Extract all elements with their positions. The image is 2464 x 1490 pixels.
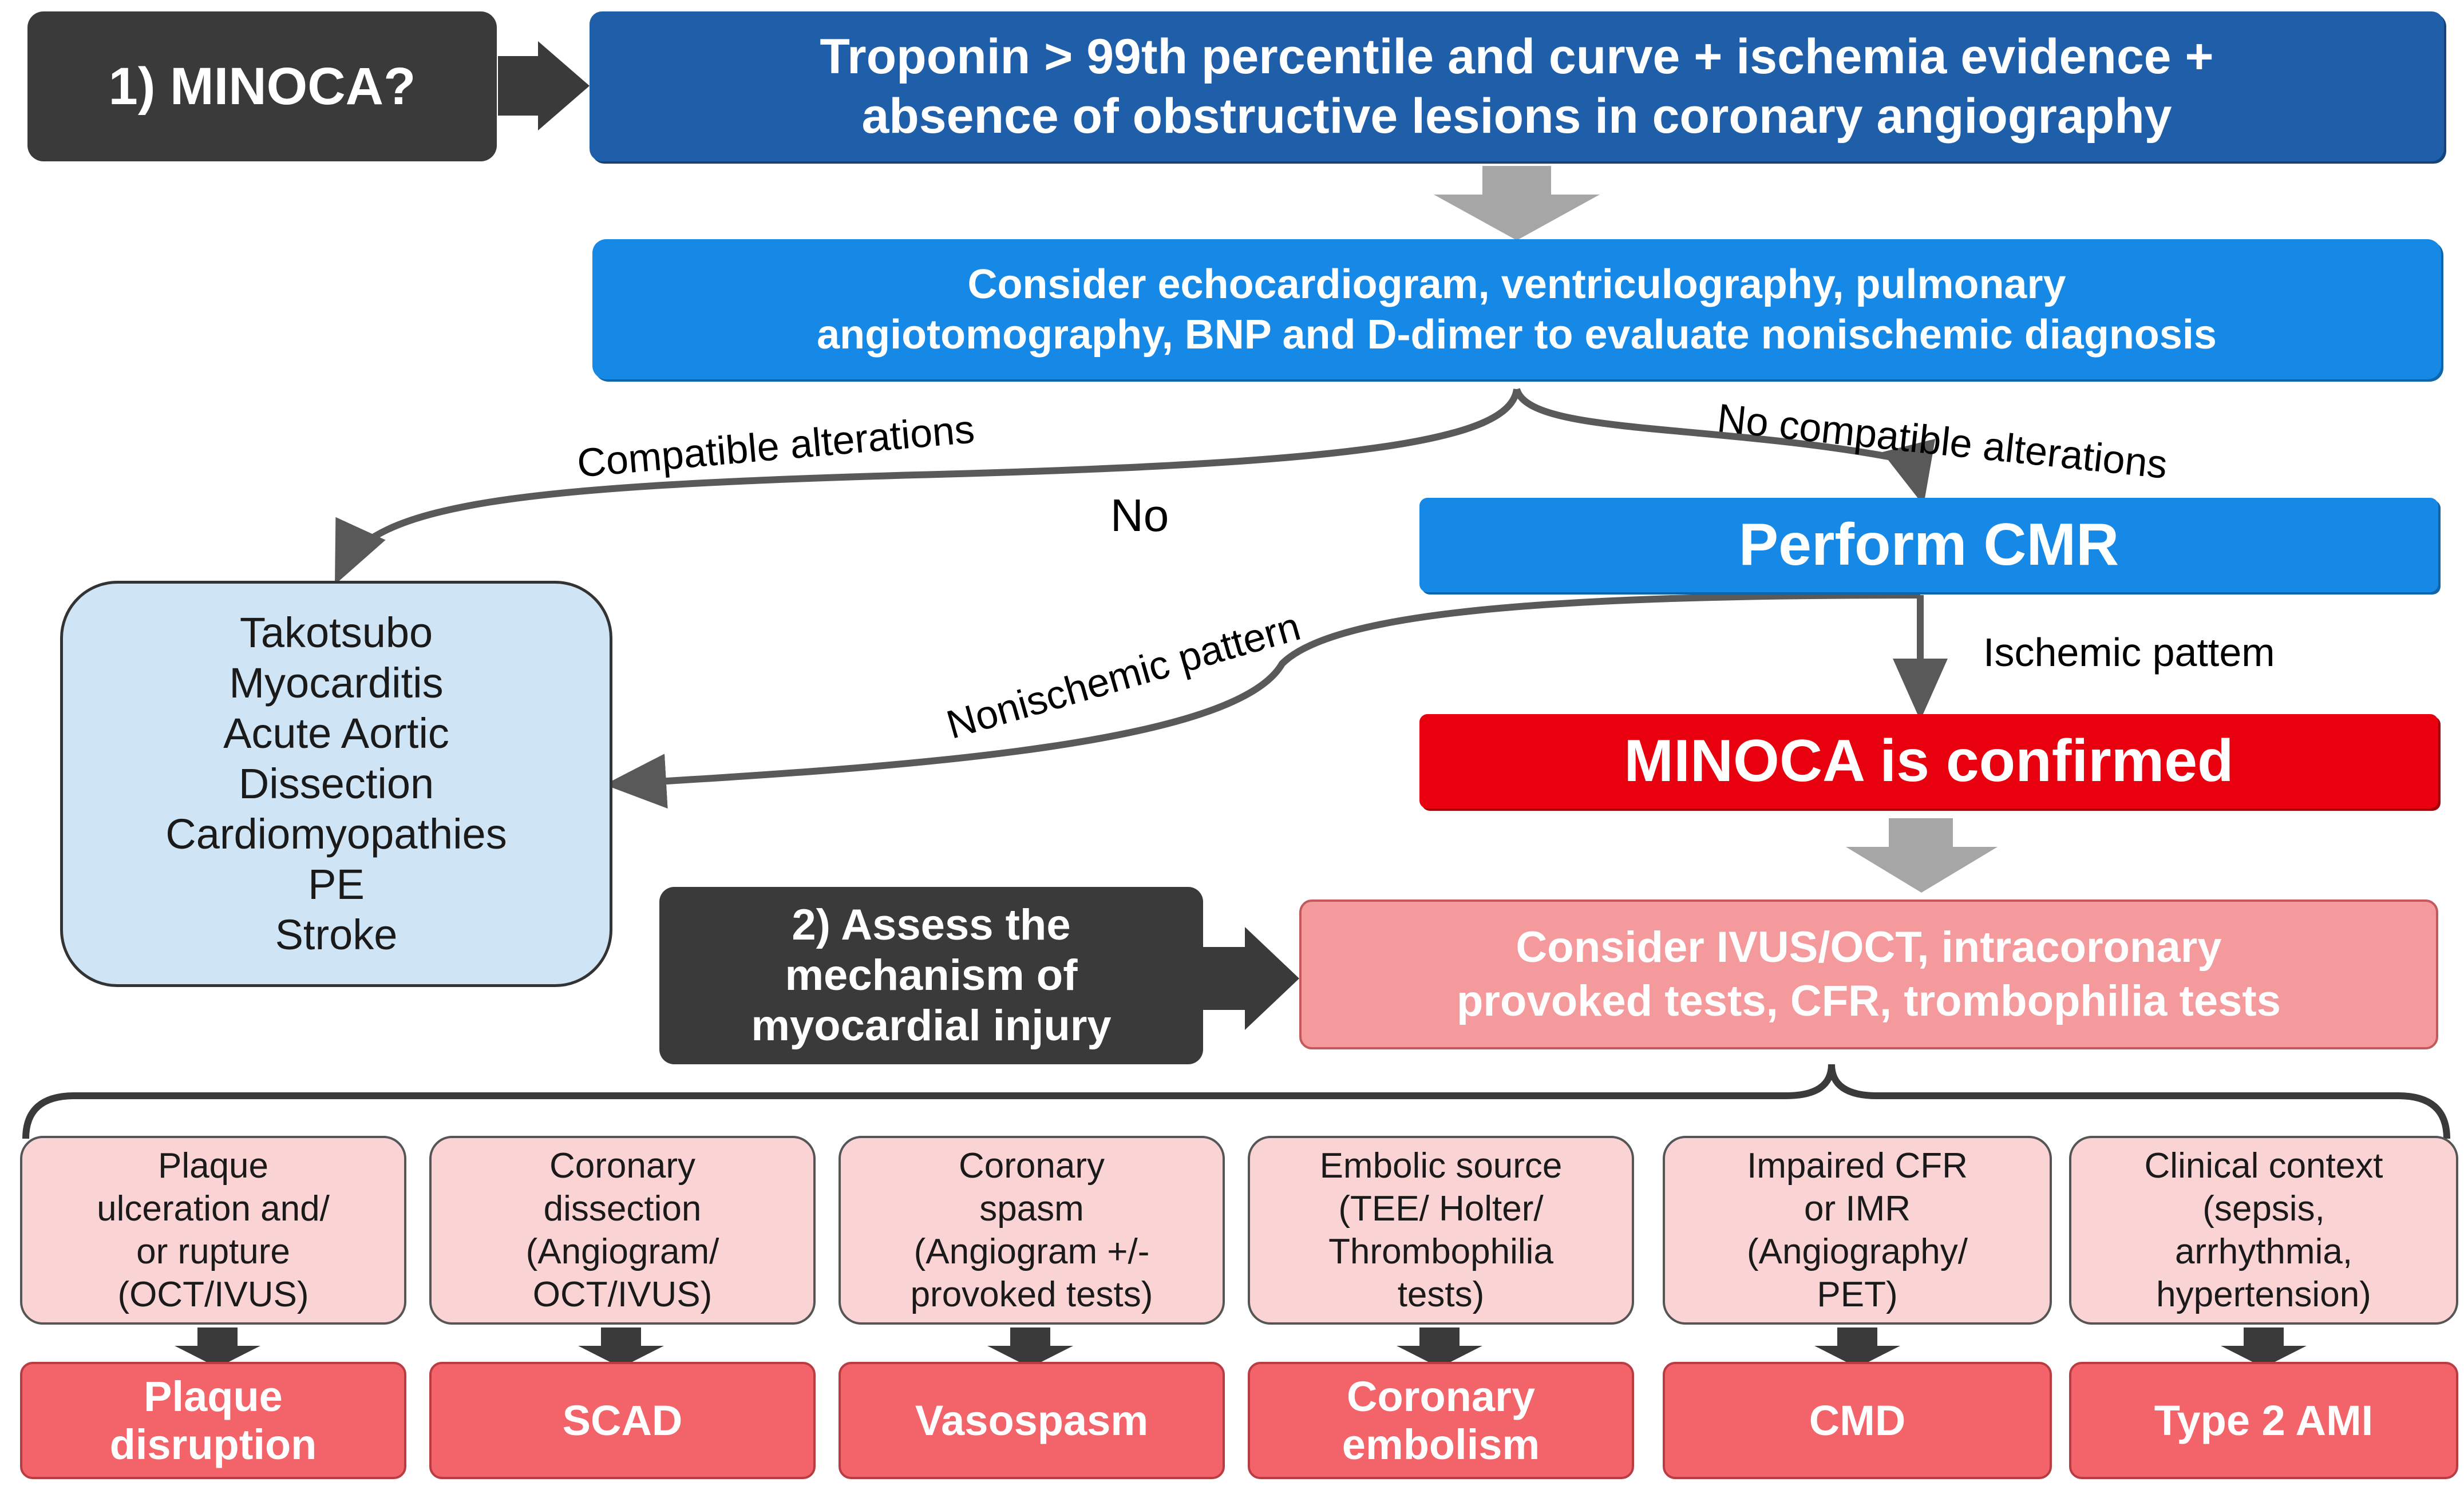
step1-label: 1) MINOCA? bbox=[108, 57, 416, 116]
consider-tests-line-1: Consider echocardiogram, ventriculograph… bbox=[967, 261, 2066, 307]
diagnosis-line: Type 2 AMI bbox=[2154, 1396, 2374, 1444]
gray-down-arrow-1 bbox=[1434, 166, 1600, 240]
finding-line: (Angiography/ bbox=[1746, 1232, 1968, 1271]
step2-line-3: myocardial injury bbox=[751, 1001, 1112, 1050]
perform-cmr-label: Perform CMR bbox=[1738, 512, 2119, 578]
finding-line: Coronary bbox=[549, 1146, 695, 1186]
mechanism-arrow-4 bbox=[1397, 1327, 1482, 1368]
finding-line: (Angiogram +/- bbox=[913, 1232, 1150, 1271]
mechanism-arrow-2 bbox=[578, 1327, 664, 1368]
diagnosis-coronary-embolism: Coronary embolism bbox=[1248, 1362, 1634, 1479]
mechanism-arrows bbox=[175, 1327, 2307, 1368]
finding-line: tests) bbox=[1397, 1275, 1485, 1314]
step1-arrow bbox=[498, 41, 590, 130]
alternative-6: PE bbox=[308, 861, 365, 908]
finding-line: Embolic source bbox=[1319, 1146, 1563, 1186]
finding-line: spasm bbox=[979, 1189, 1084, 1229]
diagnosis-line: disruption bbox=[109, 1420, 317, 1468]
bracket bbox=[22, 1064, 2450, 1139]
consider-ivus-box: Consider IVUS/OCT, intracoronary provoke… bbox=[1299, 899, 2438, 1049]
diagnosis-cmd: CMD bbox=[1663, 1362, 2052, 1479]
diagnosis-line: Vasospasm bbox=[915, 1396, 1149, 1444]
nonischemic-connector bbox=[604, 592, 1921, 809]
mechanism-arrow-6 bbox=[2221, 1327, 2307, 1368]
finding-line: or rupture bbox=[136, 1232, 290, 1271]
diagnosis-line: Coronary bbox=[1347, 1372, 1535, 1420]
finding-line: OCT/IVUS) bbox=[532, 1275, 713, 1314]
finding-line: ulceration and/ bbox=[97, 1189, 330, 1229]
finding-dissection: Coronary dissection (Angiogram/ OCT/IVUS… bbox=[429, 1136, 816, 1325]
finding-line: Thrombophilia bbox=[1328, 1232, 1553, 1271]
finding-line: or IMR bbox=[1804, 1189, 1911, 1229]
consider-tests-line-2: angiotomography, BNP and D-dimer to eval… bbox=[817, 311, 2217, 358]
finding-spasm: Coronary spasm (Angiogram +/- provoked t… bbox=[839, 1136, 1225, 1325]
minoca-confirmed-box: MINOCA is confirmed bbox=[1419, 714, 2438, 809]
diagnosis-type2-ami: Type 2 AMI bbox=[2069, 1362, 2458, 1479]
finding-clinical: Clinical context (sepsis, arrhythmia, hy… bbox=[2069, 1136, 2458, 1325]
gray-down-arrow-2 bbox=[1846, 818, 1998, 893]
finding-line: Coronary bbox=[959, 1146, 1105, 1186]
consider-ivus-line-1: Consider IVUS/OCT, intracoronary bbox=[1516, 923, 2222, 972]
alternative-5: Cardiomyopathies bbox=[165, 810, 507, 858]
finding-line: (sepsis, bbox=[2202, 1189, 2325, 1229]
diagnosis-line: CMD bbox=[1809, 1396, 1906, 1444]
criteria-line-2: absence of obstructive lesions in corona… bbox=[861, 89, 2172, 144]
alternative-diagnoses-box: Takotsubo Myocarditis Acute Aortic Disse… bbox=[60, 581, 612, 987]
compatible-connector bbox=[334, 389, 1520, 585]
alternative-3: Acute Aortic bbox=[223, 710, 449, 757]
no-compatible-connector bbox=[1513, 387, 1936, 506]
diagnosis-line: SCAD bbox=[562, 1396, 683, 1444]
step1-box: 1) MINOCA? bbox=[27, 11, 497, 161]
consider-ivus-line-2: provoked tests, CFR, trombophilia tests bbox=[1457, 977, 2281, 1025]
finding-plaque: Plaque ulceration and/ or rupture (OCT/I… bbox=[20, 1136, 406, 1325]
finding-line: Impaired CFR bbox=[1747, 1146, 1968, 1186]
diagnosis-plaque-disruption: Plaque disruption bbox=[20, 1362, 406, 1479]
finding-line: (Angiogram/ bbox=[525, 1232, 719, 1271]
mechanism-arrow-1 bbox=[175, 1327, 260, 1368]
finding-line: Clinical context bbox=[2144, 1146, 2383, 1186]
alternative-7: Stroke bbox=[275, 911, 398, 958]
diagnosis-line: Plaque bbox=[144, 1372, 283, 1420]
alternative-1: Takotsubo bbox=[239, 609, 433, 656]
criteria-line-1: Troponin > 99th percentile and curve + i… bbox=[820, 29, 2214, 84]
finding-cfr: Impaired CFR or IMR (Angiography/ PET) bbox=[1663, 1136, 2052, 1325]
finding-line: Plaque bbox=[157, 1146, 269, 1186]
finding-line: dissection bbox=[543, 1189, 702, 1229]
ischemic-pattern-label: Ischemic pattem bbox=[1983, 630, 2275, 675]
finding-line: PET) bbox=[1817, 1275, 1898, 1314]
finding-embolic: Embolic source (TEE/ Holter/ Thrombophil… bbox=[1248, 1136, 1634, 1325]
alternative-4: Dissection bbox=[238, 760, 434, 807]
step2-box: 2) Assess the mechanism of myocardial in… bbox=[659, 887, 1203, 1064]
step2-line-2: mechanism of bbox=[785, 951, 1078, 1000]
diagnosis-line: embolism bbox=[1342, 1420, 1540, 1468]
diagnosis-vasospasm: Vasospasm bbox=[839, 1362, 1225, 1479]
mechanism-arrow-3 bbox=[987, 1327, 1073, 1368]
consider-tests-box: Consider echocardiogram, ventriculograph… bbox=[592, 239, 2441, 379]
no-label: No bbox=[1110, 490, 1169, 541]
finding-line: hypertension) bbox=[2156, 1275, 2371, 1314]
diagnosis-scad: SCAD bbox=[429, 1362, 816, 1479]
finding-line: provoked tests) bbox=[910, 1275, 1153, 1314]
finding-line: (OCT/IVUS) bbox=[117, 1275, 309, 1314]
step2-arrow bbox=[1202, 927, 1299, 1030]
perform-cmr-box: Perform CMR bbox=[1419, 498, 2438, 592]
alternative-2: Myocarditis bbox=[229, 659, 444, 707]
minoca-confirmed-label: MINOCA is confirmed bbox=[1624, 728, 2234, 794]
finding-line: (TEE/ Holter/ bbox=[1338, 1189, 1544, 1229]
mechanism-arrow-5 bbox=[1814, 1327, 1900, 1368]
criteria-box: Troponin > 99th percentile and curve + i… bbox=[590, 11, 2444, 161]
step2-line-1: 2) Assess the bbox=[792, 901, 1071, 949]
finding-line: arrhythmia, bbox=[2174, 1232, 2353, 1271]
